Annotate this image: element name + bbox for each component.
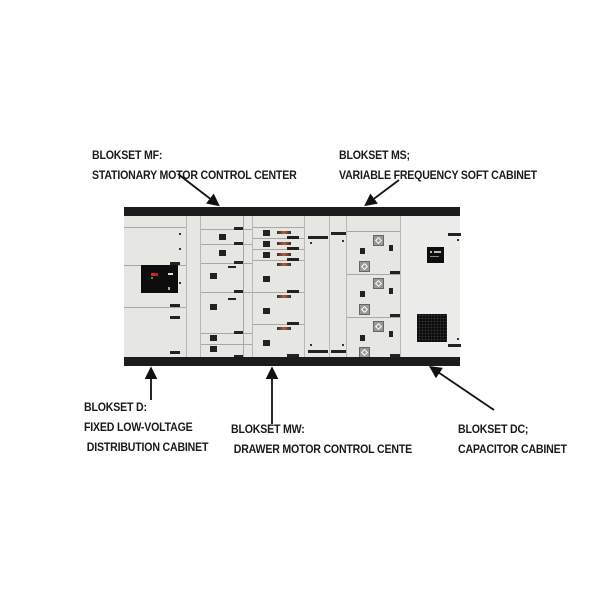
cabinet-ms bbox=[346, 216, 400, 358]
label-ms-desc: VARIABLE FREQUENCY SOFT CABINET bbox=[339, 170, 537, 182]
label-dc-desc: CAPACITOR CABINET bbox=[458, 444, 567, 456]
label-mf-desc: STATIONARY MOTOR CONTROL CENTER bbox=[92, 170, 297, 182]
label-mw-desc: DRAWER MOTOR CONTROL CENTE bbox=[231, 444, 412, 456]
label-dc-title: BLOKSET DC; bbox=[458, 424, 529, 436]
arrow-dc bbox=[429, 365, 495, 411]
ventilation-grille bbox=[417, 314, 447, 342]
bottom-plinth bbox=[124, 357, 460, 366]
control-panel-display bbox=[141, 265, 178, 293]
cabinet-lineup bbox=[124, 207, 461, 366]
label-mf-title: BLOKSET MF: bbox=[92, 150, 163, 162]
top-plinth bbox=[124, 207, 460, 216]
cabinet-mw bbox=[252, 216, 304, 357]
label-blokset-d: BLOKSET D: FIXED LOW-VOLTAGE DISTRIBUTIO… bbox=[84, 398, 208, 458]
label-d-desc1: FIXED LOW-VOLTAGE bbox=[84, 422, 193, 434]
capacitor-controller-display bbox=[427, 247, 444, 263]
label-d-desc2: DISTRIBUTION CABINET bbox=[84, 442, 209, 454]
label-blokset-mw: BLOKSET MW: DRAWER MOTOR CONTROL CENTE bbox=[231, 420, 412, 460]
cabinet-dc bbox=[400, 216, 461, 357]
cabinet-mf bbox=[200, 216, 252, 358]
label-d-title: BLOKSET D: bbox=[84, 402, 147, 414]
label-blokset-ms: BLOKSET MS; VARIABLE FREQUENCY SOFT CABI… bbox=[339, 146, 537, 186]
cabinet-mw-cableway-2 bbox=[329, 216, 346, 357]
cabinet-mw-cableway-1 bbox=[304, 216, 329, 357]
label-blokset-dc: BLOKSET DC; CAPACITOR CABINET bbox=[458, 420, 567, 460]
label-ms-title: BLOKSET MS; bbox=[339, 150, 410, 162]
label-blokset-mf: BLOKSET MF: STATIONARY MOTOR CONTROL CEN… bbox=[92, 146, 297, 186]
label-mw-title: BLOKSET MW: bbox=[231, 424, 305, 436]
cabinet-d bbox=[124, 216, 186, 357]
cabinet-d-cableway bbox=[186, 216, 200, 357]
